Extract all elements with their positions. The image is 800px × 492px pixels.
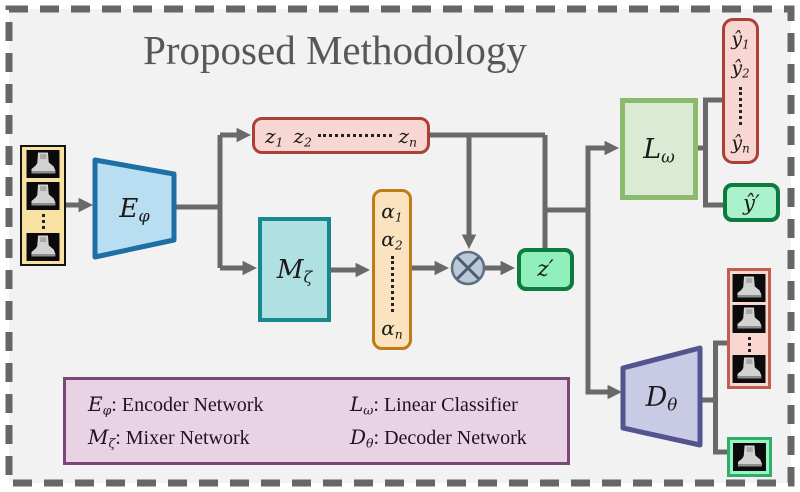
- z2-label: z2: [293, 123, 312, 149]
- encoder-trapezoid: [92, 157, 177, 260]
- mixer-label: Mζ: [276, 254, 313, 286]
- output-ellipsis-icon: [747, 336, 751, 352]
- output-shoe-image-3: [732, 355, 766, 383]
- alpha-ellipsis-icon: [390, 255, 394, 312]
- output-shoe-image-1: [732, 274, 766, 302]
- yhat-prime-label: ŷ′: [743, 190, 760, 215]
- encoder-node: Eφ: [95, 160, 174, 257]
- decoder-label: Dθ: [645, 382, 678, 415]
- arrow-to-classifier: [585, 140, 620, 213]
- input-shoe-image-1: [26, 150, 60, 178]
- alpha1-label: α1: [381, 199, 403, 225]
- arrow-to-decoder: [585, 210, 623, 400]
- input-image-stack: [20, 145, 66, 266]
- legend-box: Eφ: Encoder Network Lω: Linear Classifie…: [63, 377, 570, 465]
- encoder-label: Eφ: [119, 193, 150, 225]
- mixed-shoe-image: [733, 443, 766, 471]
- yhatn-label: ŷn: [731, 131, 750, 156]
- alpha2-label: α2: [381, 227, 403, 253]
- mixer-node: Mζ: [258, 217, 331, 322]
- z-prime-box: z′: [517, 248, 574, 291]
- multiply-icon: [450, 250, 486, 286]
- mixed-reconstruction-box: [727, 437, 772, 477]
- legend-item-encoder: Eφ: Encoder Network: [88, 392, 350, 417]
- legend-encoder-text: : Encoder Network: [111, 394, 264, 416]
- connector-lines: [174, 97, 727, 455]
- legend-item-mixer: Mζ: Mixer Network: [88, 425, 350, 450]
- legend-classifier-symbol: Lω: [350, 392, 374, 418]
- reconstructed-image-stack: [727, 268, 771, 389]
- yhat-vector-box: ŷ1 ŷ2 ŷn: [722, 18, 759, 164]
- legend-classifier-text: : Linear Classifier: [373, 394, 518, 416]
- input-shoe-image-3: [26, 233, 60, 261]
- legend-decoder-symbol: Dθ: [350, 425, 374, 451]
- yhat-ellipsis-icon: [739, 86, 742, 125]
- decoder-trapezoid: [620, 345, 703, 448]
- output-shoe-image-2: [732, 305, 766, 333]
- classifier-label: Lω: [643, 133, 675, 167]
- yhat-prime-box: ŷ′: [723, 183, 780, 222]
- classifier-node: Lω: [620, 98, 698, 200]
- legend-mixer-symbol: Mζ: [88, 425, 116, 451]
- alpha-vector-box: α1 α2 αn: [372, 189, 412, 350]
- legend-item-decoder: Dθ: Decoder Network: [350, 425, 567, 450]
- zn-label: zn: [398, 123, 417, 149]
- z-vector-box: z1 z2 zn: [252, 117, 430, 154]
- diagram-title: Proposed Methodology: [143, 27, 527, 73]
- legend-encoder-symbol: Eφ: [88, 392, 112, 418]
- yhat1-label: ŷ1: [731, 28, 750, 52]
- input-ellipsis-icon: [41, 214, 45, 229]
- legend-item-classifier: Lω: Linear Classifier: [350, 392, 567, 417]
- z1-label: z1: [265, 123, 284, 149]
- yhat2-label: ŷ2: [731, 57, 750, 81]
- alphan-label: αn: [381, 315, 403, 342]
- horizontal-ellipsis-icon: [317, 134, 393, 137]
- decoder-node: Dθ: [623, 360, 700, 435]
- legend-mixer-text: : Mixer Network: [115, 427, 250, 449]
- input-shoe-image-2: [26, 182, 60, 210]
- z-prime-label: z′: [537, 257, 554, 282]
- legend-decoder-text: : Decoder Network: [373, 427, 527, 449]
